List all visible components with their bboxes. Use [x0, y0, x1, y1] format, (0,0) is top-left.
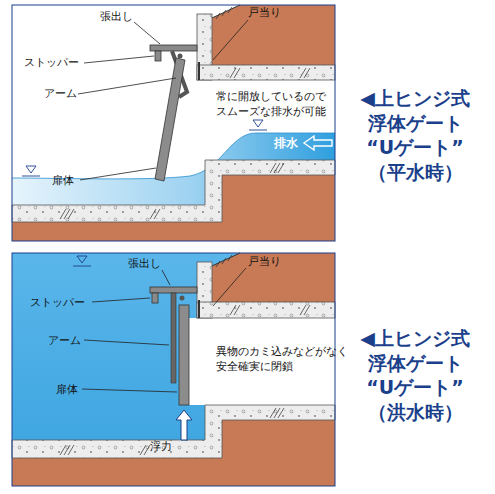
note-text: 常に開放しているので スムーズな排水が可能	[216, 90, 333, 120]
part-label: ストッパー	[30, 296, 85, 310]
note-text: 異物のカミ込みなどがなく 安全確実に閉鎖	[216, 345, 333, 375]
flow-label: 排水	[274, 136, 298, 151]
part-label: アーム	[44, 87, 77, 101]
part-label: アーム	[48, 334, 81, 348]
part-label: 戸当り	[248, 255, 281, 269]
force-label: 浮力	[150, 440, 172, 454]
part-label: ストッパー	[24, 56, 79, 70]
panel-title: ◀上ヒンジ式 浮体ゲート “Uゲート” （洪水時）	[342, 326, 488, 425]
part-label: 扉体	[52, 174, 74, 188]
part-label: 張出し	[100, 10, 133, 24]
part-label: 扉体	[56, 383, 78, 397]
part-label: 戸当り	[248, 6, 281, 20]
part-label: 張出し	[128, 257, 161, 271]
panel-title: ◀上ヒンジ式 浮体ゲート “Uゲート” （平水時）	[342, 86, 488, 185]
